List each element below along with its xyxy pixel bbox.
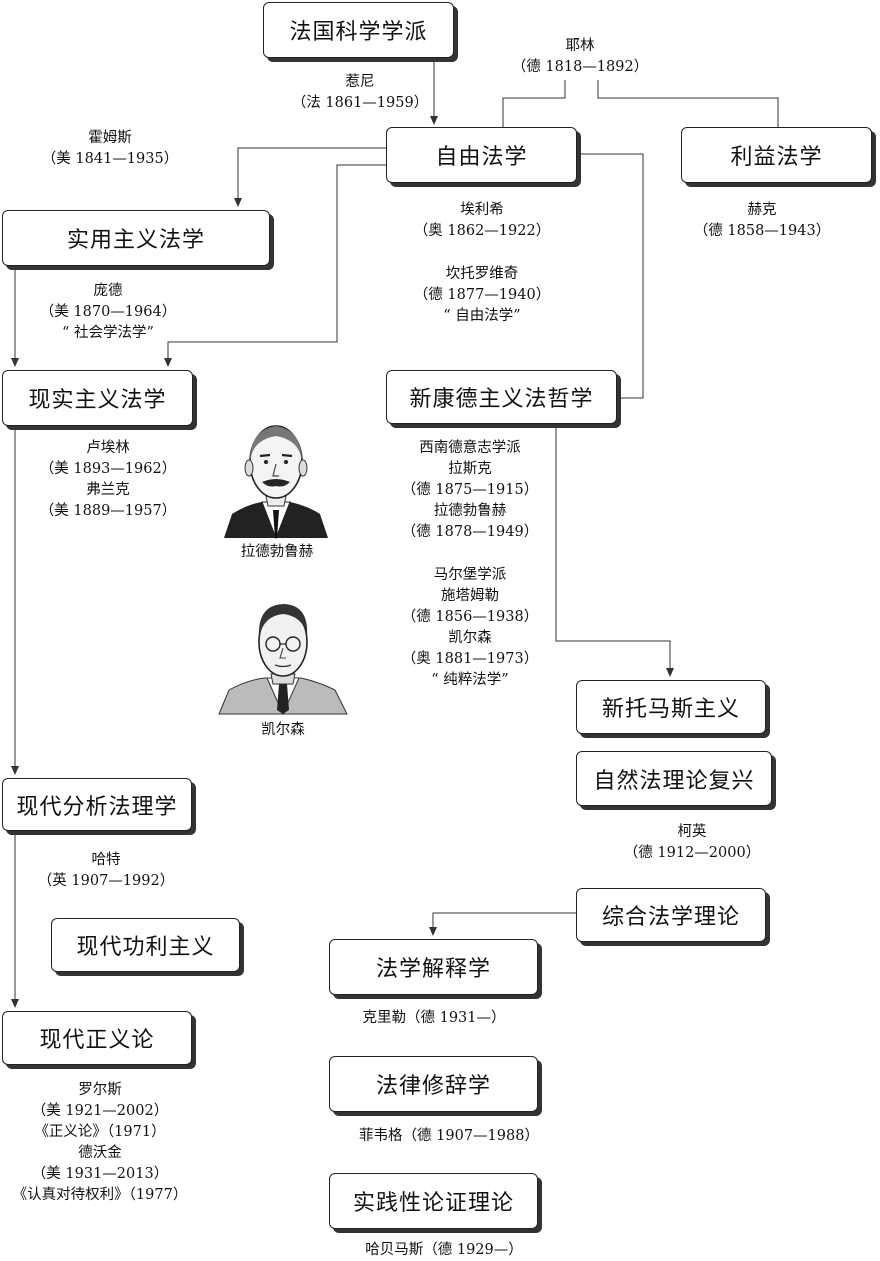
label-marburg-school: 马尔堡学派施塔姆勒（德 1856—1938）凯尔森（奥 1881—1973）“ … — [401, 567, 539, 688]
arrow-free-to-realism — [164, 164, 386, 367]
box-legal-realism: 现实主义法学 — [2, 370, 193, 426]
box-modern-justice: 现代正义论 — [2, 1011, 192, 1065]
label-southwest-school: 西南德意志学派拉斯克（德 1875—1915）拉德勃鲁赫（德 1878—1949… — [401, 440, 539, 540]
label-kriele: 克里勒（德 1931—） — [362, 1010, 506, 1026]
arrow-free-to-pragmatism — [234, 147, 386, 207]
box-pragmatism: 实用主义法学 — [2, 210, 270, 266]
bracket-jhering — [502, 80, 566, 127]
label-habermas: 哈贝马斯（德 1929—） — [365, 1242, 523, 1258]
box-practical-argumentation: 实践性论证理论 — [329, 1173, 538, 1229]
label-heck: 赫克（德 1858—1943） — [693, 202, 831, 239]
label-kantorowicz: 坎托罗维奇（德 1877—1940）“ 自由法学” — [413, 266, 551, 324]
label-viehweg: 菲韦格（德 1907—1988） — [359, 1128, 539, 1144]
box-free-law: 自由法学 — [386, 127, 577, 183]
bracket-jhering-right — [597, 80, 779, 127]
box-french-science-school: 法国科学学派 — [263, 2, 454, 58]
box-modern-utilitarianism: 现代功利主义 — [51, 918, 240, 972]
label-jhering: 耶林（德 1818—1892） — [511, 38, 649, 75]
label-realists: 卢埃林（美 1893—1962）弗兰克（美 1889—1957） — [39, 440, 177, 519]
box-interest-jurisprudence: 利益法学 — [681, 127, 872, 183]
box-synthetic-theory: 综合法学理论 — [576, 888, 766, 942]
line-free-to-neokantian — [577, 153, 644, 399]
box-neo-kantian: 新康德主义法哲学 — [386, 370, 617, 424]
box-legal-rhetoric: 法律修辞学 — [329, 1056, 538, 1112]
portrait-kelsen-icon — [218, 604, 348, 716]
label-coing: 柯英（德 1912—2000） — [623, 824, 761, 861]
arrow-neokantian-to-neothomism — [555, 424, 674, 677]
label-holmes: 霍姆斯（美 1841—1935） — [41, 130, 179, 167]
label-justice-people: 罗尔斯（美 1921—2002）《正义论》（1971）德沃金（美 1931—20… — [12, 1082, 188, 1203]
caption-radbruch: 拉德勃鲁赫 — [240, 544, 314, 560]
label-ehrlich: 埃利希（奥 1862—1922） — [413, 202, 551, 239]
portrait-radbruch-icon — [224, 425, 328, 540]
arrow-synthetic-to-hermeneutics — [429, 912, 576, 936]
label-hart: 哈特（英 1907—1992） — [37, 852, 175, 889]
caption-kelsen: 凯尔森 — [261, 722, 305, 738]
box-modern-analytical: 现代分析法理学 — [2, 778, 192, 831]
label-pound: 庞德（美 1870—1964）“ 社会学法学” — [39, 283, 177, 341]
label-geny: 惹尼（法 1861—1959） — [291, 74, 429, 111]
box-neo-thomism: 新托马斯主义 — [576, 680, 766, 734]
box-hermeneutics: 法学解释学 — [329, 939, 538, 995]
box-natural-law-revival: 自然法理论复兴 — [576, 751, 772, 806]
